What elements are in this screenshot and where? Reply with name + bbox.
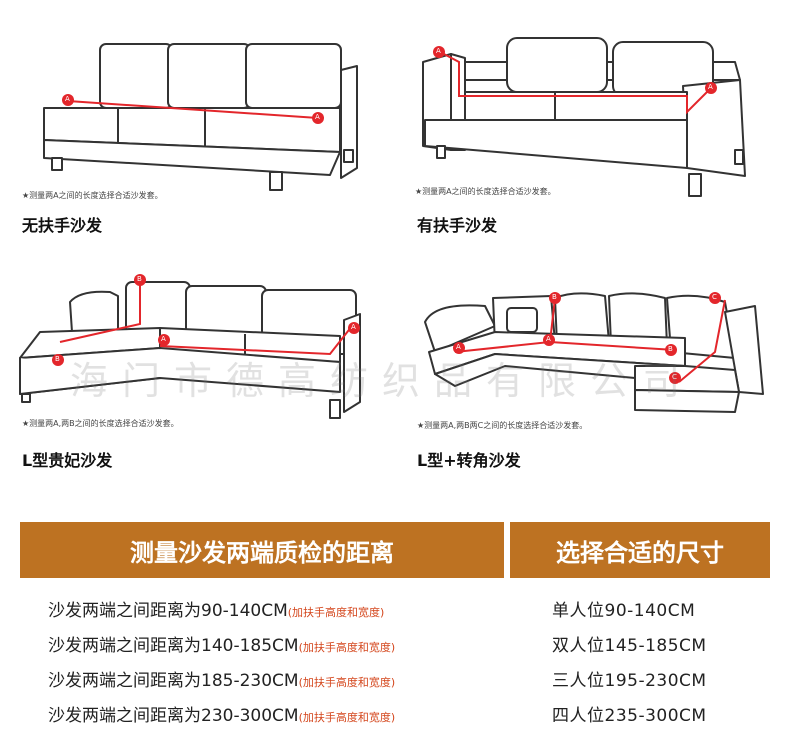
size-value: 四人位235-300CM [552, 706, 707, 726]
distance-text: 沙发两端之间距离为230-300CM [48, 706, 299, 726]
panel-title: 有扶手沙发 [417, 216, 498, 235]
panel-title: L型+转角沙发 [417, 451, 521, 470]
marker-a-left [62, 94, 74, 106]
l-corner-illustration [424, 292, 764, 413]
panel-note: ★测量两A之间的长度选择合适沙发套。 [22, 191, 163, 200]
panel-title: 无扶手沙发 [22, 216, 103, 235]
marker-c-label: C [672, 373, 677, 381]
distance-text: 沙发两端之间距离为140-185CM [48, 636, 299, 656]
marker-c-label: C [712, 293, 717, 301]
size-value: 单人位90-140CM [552, 601, 696, 621]
distance-note: (加扶手高度和宽度) [298, 641, 396, 654]
table-header-right: 选择合适的尺寸 [510, 522, 770, 578]
marker-a-label: A [456, 343, 461, 351]
marker-a-right [543, 334, 555, 346]
marker-b-label: B [55, 355, 60, 363]
table-row: 沙发两端之间距离为230-300CM(加扶手高度和宽度) [48, 701, 395, 726]
distance-note: (加扶手高度和宽度) [298, 711, 396, 724]
marker-b-bottom [52, 354, 64, 366]
distance-note: (加扶手高度和宽度) [287, 606, 385, 619]
panel-arm-sofa: A A ★测量两A之间的长度选择合适沙发套。 有扶手沙发 [395, 0, 790, 250]
marker-a-right [312, 112, 324, 124]
l-chaise-illustration [19, 274, 361, 419]
marker-a-label: A [65, 95, 70, 103]
panel-l-corner-sofa: A A B B C C ★测量两A,两B两C之间的长度选择合适沙发套。 L型+转… [395, 262, 790, 482]
marker-a-label: A [436, 47, 441, 55]
panel-armless-sofa: A A ★测量两A之间的长度选择合适沙发套。 无扶手沙发 [0, 0, 395, 250]
marker-b-label: B [552, 293, 557, 301]
distance-text: 沙发两端之间距离为185-230CM [48, 671, 299, 691]
panel-title: L型贵妃沙发 [22, 451, 113, 470]
marker-a-label: A [708, 83, 713, 91]
size-value: 三人位195-230CM [552, 671, 707, 691]
panel-note: ★测量两A,两B两C之间的长度选择合适沙发套。 [417, 421, 588, 430]
marker-a-left [158, 334, 170, 346]
marker-a-label: A [161, 335, 166, 343]
distance-text: 沙发两端之间距离为90-140CM [48, 601, 288, 621]
table-row: 沙发两端之间距离为140-185CM(加扶手高度和宽度) [48, 631, 395, 656]
watermark: 海门市德高纺织品有限公司 [70, 359, 695, 403]
marker-c-top [709, 292, 721, 304]
panel-note: ★测量两A之间的长度选择合适沙发套。 [415, 187, 556, 196]
marker-b-top [549, 292, 561, 304]
marker-b-right [665, 344, 677, 356]
arm-sofa-illustration [422, 37, 746, 197]
table-row: 沙发两端之间距离为90-140CM(加扶手高度和宽度) [48, 596, 384, 621]
marker-b-label: B [668, 345, 673, 353]
armless-sofa-illustration [43, 43, 358, 191]
table-row: 沙发两端之间距离为185-230CM(加扶手高度和宽度) [48, 666, 395, 691]
marker-c-bottom [669, 372, 681, 384]
size-value: 双人位145-185CM [552, 636, 707, 656]
marker-a-right [705, 82, 717, 94]
distance-note: (加扶手高度和宽度) [298, 676, 396, 689]
marker-a-left [453, 342, 465, 354]
marker-a-label: A [315, 113, 320, 121]
marker-b-label: B [137, 275, 142, 283]
table-header-left: 测量沙发两端质检的距离 [20, 522, 504, 578]
marker-b-top [134, 274, 146, 286]
marker-a-label: A [351, 323, 356, 331]
panel-note: ★测量两A,两B之间的长度选择合适沙发套。 [22, 419, 179, 428]
panel-l-chaise-sofa: B B A A ★测量两A,两B之间的长度选择合适沙发套。 L型贵妃沙发 [0, 262, 395, 482]
marker-a-left [433, 46, 445, 58]
marker-a-label: A [546, 335, 551, 343]
marker-a-right [348, 322, 360, 334]
